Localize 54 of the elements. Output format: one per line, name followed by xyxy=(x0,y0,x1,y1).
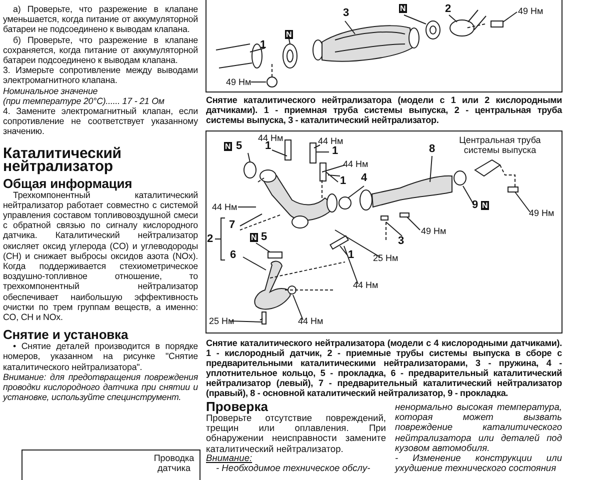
section-heading: Проверка xyxy=(206,400,269,413)
torque-value: 44 Нм xyxy=(212,202,238,212)
paragraph-text: 4. Замените электромагнитный клапан, если сопротивление не соответствует указанному значению. xyxy=(3,106,198,137)
paragraph-text: - Изменение конструкции или ухудшение технического состояния xyxy=(395,453,562,474)
paragraph-text: (при температуре 20°C)...... 17 - 21 Ом xyxy=(3,96,166,106)
section-heading: Каталитический нейтрализатор xyxy=(3,146,122,174)
callout-number: 5 xyxy=(236,141,242,152)
paragraph-text: Внимание: xyxy=(206,453,254,464)
paragraph-text: а) Проверьте, что разрежение в клапане уменьшается, когда питание от аккумуляторной батареи не подсоединено к выводам клапана. xyxy=(3,4,198,35)
part-label: Проводка датчика xyxy=(152,453,196,473)
callout-number: 2 xyxy=(207,234,214,245)
paragraph-text: Номинальное значение xyxy=(3,86,99,96)
replace-marker: N xyxy=(250,233,258,242)
callout-number: 4 xyxy=(361,173,368,184)
paragraph-text: Внимание: для предотвращения повреждения проводки кислородного датчика при снятии и установке, используйте специнструмент. xyxy=(3,372,198,402)
paragraph-text: - Необходимое техническое обслу- xyxy=(215,463,372,474)
paragraph-text: Проверьте отсутствие повреждений, трещин или оплавления. При обнаружении неисправности замените каталитический нейтрализатор. xyxy=(206,413,386,454)
callout-number: 1 xyxy=(340,176,346,187)
paragraph-text: 3. Измерьте сопротивление между выводами электромагнитного клапана. xyxy=(3,65,198,86)
callout-number: 6 xyxy=(230,250,236,261)
callout-number: 1 xyxy=(265,141,272,152)
torque-value: 49 Нм xyxy=(529,208,554,218)
replace-marker: N xyxy=(399,4,407,13)
torque-value: 44 Нм xyxy=(318,136,344,146)
callout-number: 7 xyxy=(229,220,236,231)
torque-value: 44 Нм xyxy=(298,316,324,326)
replace-marker: N xyxy=(481,201,489,210)
callout-number: 2 xyxy=(445,4,452,15)
section-heading: Снятие и установка xyxy=(3,328,130,342)
torque-value: 49 Нм xyxy=(518,6,544,16)
torque-value: 25 Нм xyxy=(373,253,398,263)
torque-value: 44 Нм xyxy=(353,280,378,290)
figure-caption: Снятие каталитического нейтрализатора (модели с 4 кислородными датчиками). 1 - кислородный датчик, 2 - приемные трубы системы выпуска в сборе с предварительными каталитическими нейтрализаторами, 3 - пружина, 4 - уплотнительное кольцо, 5 - прокладка, 6 - предварительный каталитический нейтрализатор (левый), 7 - предварительный каталитический нейтрализатор (правый), 8 - основной каталитический нейтрализатор, 9 - прокладка. xyxy=(206,338,562,398)
paragraph-text: Трехкомпонентный каталитический нейтрализатор работает совместно с системой управления составом топливовоздушной смеси с обратной связью по сигналу кислородного датчика. Каталитический нейтрализатор окисляет оксид углерода (CO) и углеводороды (CH) и снижает выбросы оксидов азота (NOx). Когда поддерживается стехиометрическое воздушно-топливное отношение, то трехкомпонентный нейтрализатор обеспечивает наибольшую эффективность очистки по трем группам веществ, а именно: CO, CH и NOx. xyxy=(3,190,198,322)
replace-marker: N xyxy=(285,30,293,39)
figure-caption: Снятие каталитического нейтрализатора (модели с 1 или 2 кислородными датчиками). 1 - приемная труба системы выпуска, 2 - центральная труба системы выпуска, 3 - каталитический нейтрализатор. xyxy=(206,95,562,125)
callout-number: 1 xyxy=(332,146,338,157)
callout-number: 1 xyxy=(348,250,354,261)
callout-number: 8 xyxy=(429,144,436,155)
callout-number: 1 xyxy=(260,40,266,51)
torque-value: 49 Нм xyxy=(226,77,252,87)
torque-value: 44 Нм xyxy=(343,159,368,169)
paragraph-text: ненормально высокая температура, которая может вызвать повреждение каталитического нейтрализатора или деталей под кузовом автомобиля. xyxy=(395,402,562,454)
callout-number: 9 xyxy=(472,200,478,211)
torque-value: 25 Нм xyxy=(209,316,234,326)
paragraph-text: б) Проверьте, что разрежение в клапане сохраняется, когда питание от аккумуляторной батареи подсоединено к выводам клапана. xyxy=(3,34,198,66)
part-label: Центральная труба системы выпуска xyxy=(458,135,542,155)
callout-number: 5 xyxy=(261,232,268,243)
replace-marker: N xyxy=(224,142,232,151)
callout-number: 3 xyxy=(398,236,404,247)
callout-number: 3 xyxy=(343,8,350,19)
torque-value: 49 Нм xyxy=(421,226,446,236)
paragraph-text: • Снятие деталей производится в порядке номеров, указанном на рисунке "Снятие каталитического нейтрализатора". xyxy=(3,341,198,372)
section-heading: Общая информация xyxy=(3,176,134,190)
